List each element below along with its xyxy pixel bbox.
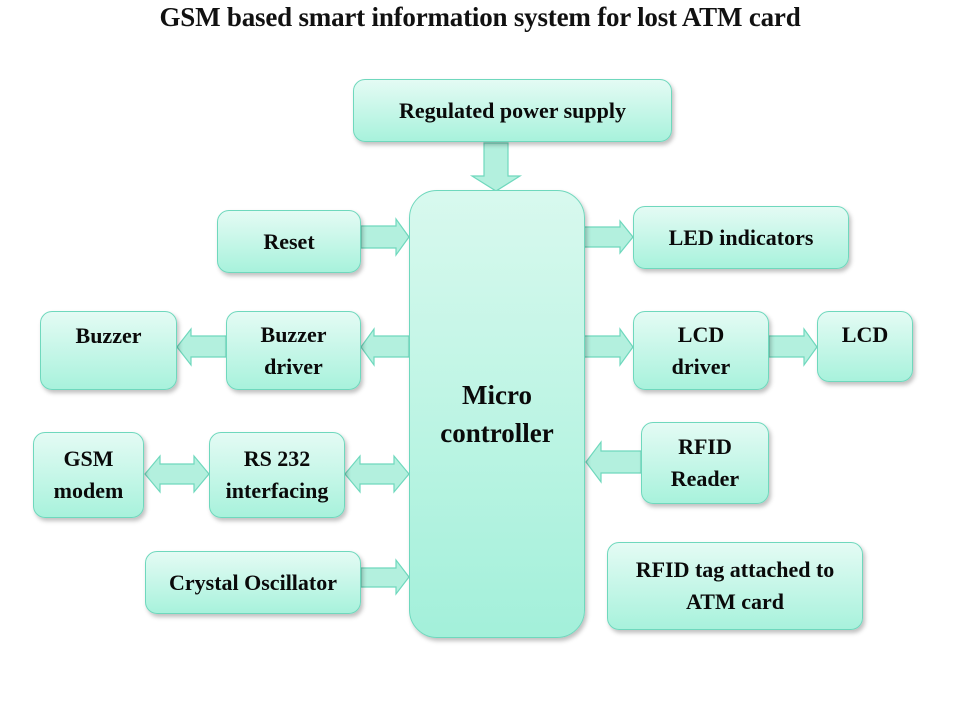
arrow-mcu-to-buzzer-driver <box>360 327 410 367</box>
arrow-gsm-rs232-bidirectional <box>144 454 210 494</box>
buzzer-driver-label-line2: driver <box>264 353 323 379</box>
crystal-oscillator-label: Crystal Oscillator <box>168 569 338 595</box>
arrow-crystal-to-mcu <box>360 558 410 596</box>
gsm-modem-label-line1: GSM <box>63 446 114 471</box>
rfid-reader-label-line2: Reader <box>670 466 740 491</box>
buzzer-driver-block: Buzzer driver <box>226 311 361 390</box>
lcd-driver-label-line2: driver <box>671 353 731 379</box>
lcd-block: LCD <box>817 311 913 382</box>
arrow-power-to-mcu <box>469 142 523 192</box>
buzzer-label: Buzzer <box>75 323 142 348</box>
gsm-modem-block: GSM modem <box>33 432 144 518</box>
rs232-interfacing-block: RS 232 interfacing <box>209 432 345 518</box>
regulated-power-supply-block: Regulated power supply <box>353 79 672 142</box>
led-indicators-label: LED indicators <box>668 224 814 250</box>
arrow-rfid-reader-to-mcu <box>585 440 642 484</box>
lcd-driver-block: LCD driver <box>633 311 769 390</box>
mcu-label-line1: Micro <box>462 380 532 410</box>
arrow-mcu-to-lcd-driver <box>583 327 634 367</box>
led-indicators-block: LED indicators <box>633 206 849 269</box>
gsm-modem-label-line2: modem <box>53 478 124 503</box>
crystal-oscillator-block: Crystal Oscillator <box>145 551 361 614</box>
buzzer-block: Buzzer <box>40 311 177 390</box>
rfid-tag-block: RFID tag attached to ATM card <box>607 542 863 630</box>
arrow-lcd-driver-to-lcd <box>768 327 818 367</box>
rs232-label-line1: RS 232 <box>243 446 311 471</box>
rs232-label-line2: interfacing <box>225 478 329 503</box>
microcontroller-block: Micro controller <box>409 190 585 638</box>
arrow-reset-to-mcu <box>360 217 410 257</box>
reset-block: Reset <box>217 210 361 273</box>
rfid-reader-block: RFID Reader <box>641 422 769 504</box>
arrow-buzzer-driver-to-buzzer <box>176 327 227 367</box>
reset-label: Reset <box>263 228 315 254</box>
diagram-title: GSM based smart information system for l… <box>159 2 801 32</box>
lcd-label: LCD <box>841 322 889 347</box>
arrow-rs232-mcu-bidirectional <box>344 454 410 494</box>
lcd-driver-label-line1: LCD <box>677 321 725 347</box>
power-supply-label: Regulated power supply <box>399 97 626 123</box>
mcu-label-line2: controller <box>440 418 554 448</box>
rfid-tag-label-line1: RFID tag attached to <box>635 557 835 582</box>
buzzer-driver-label-line1: Buzzer <box>260 321 327 347</box>
rfid-tag-label-line2: ATM card <box>686 589 784 614</box>
rfid-reader-label-line1: RFID <box>678 434 732 459</box>
arrow-mcu-to-led <box>583 219 634 255</box>
